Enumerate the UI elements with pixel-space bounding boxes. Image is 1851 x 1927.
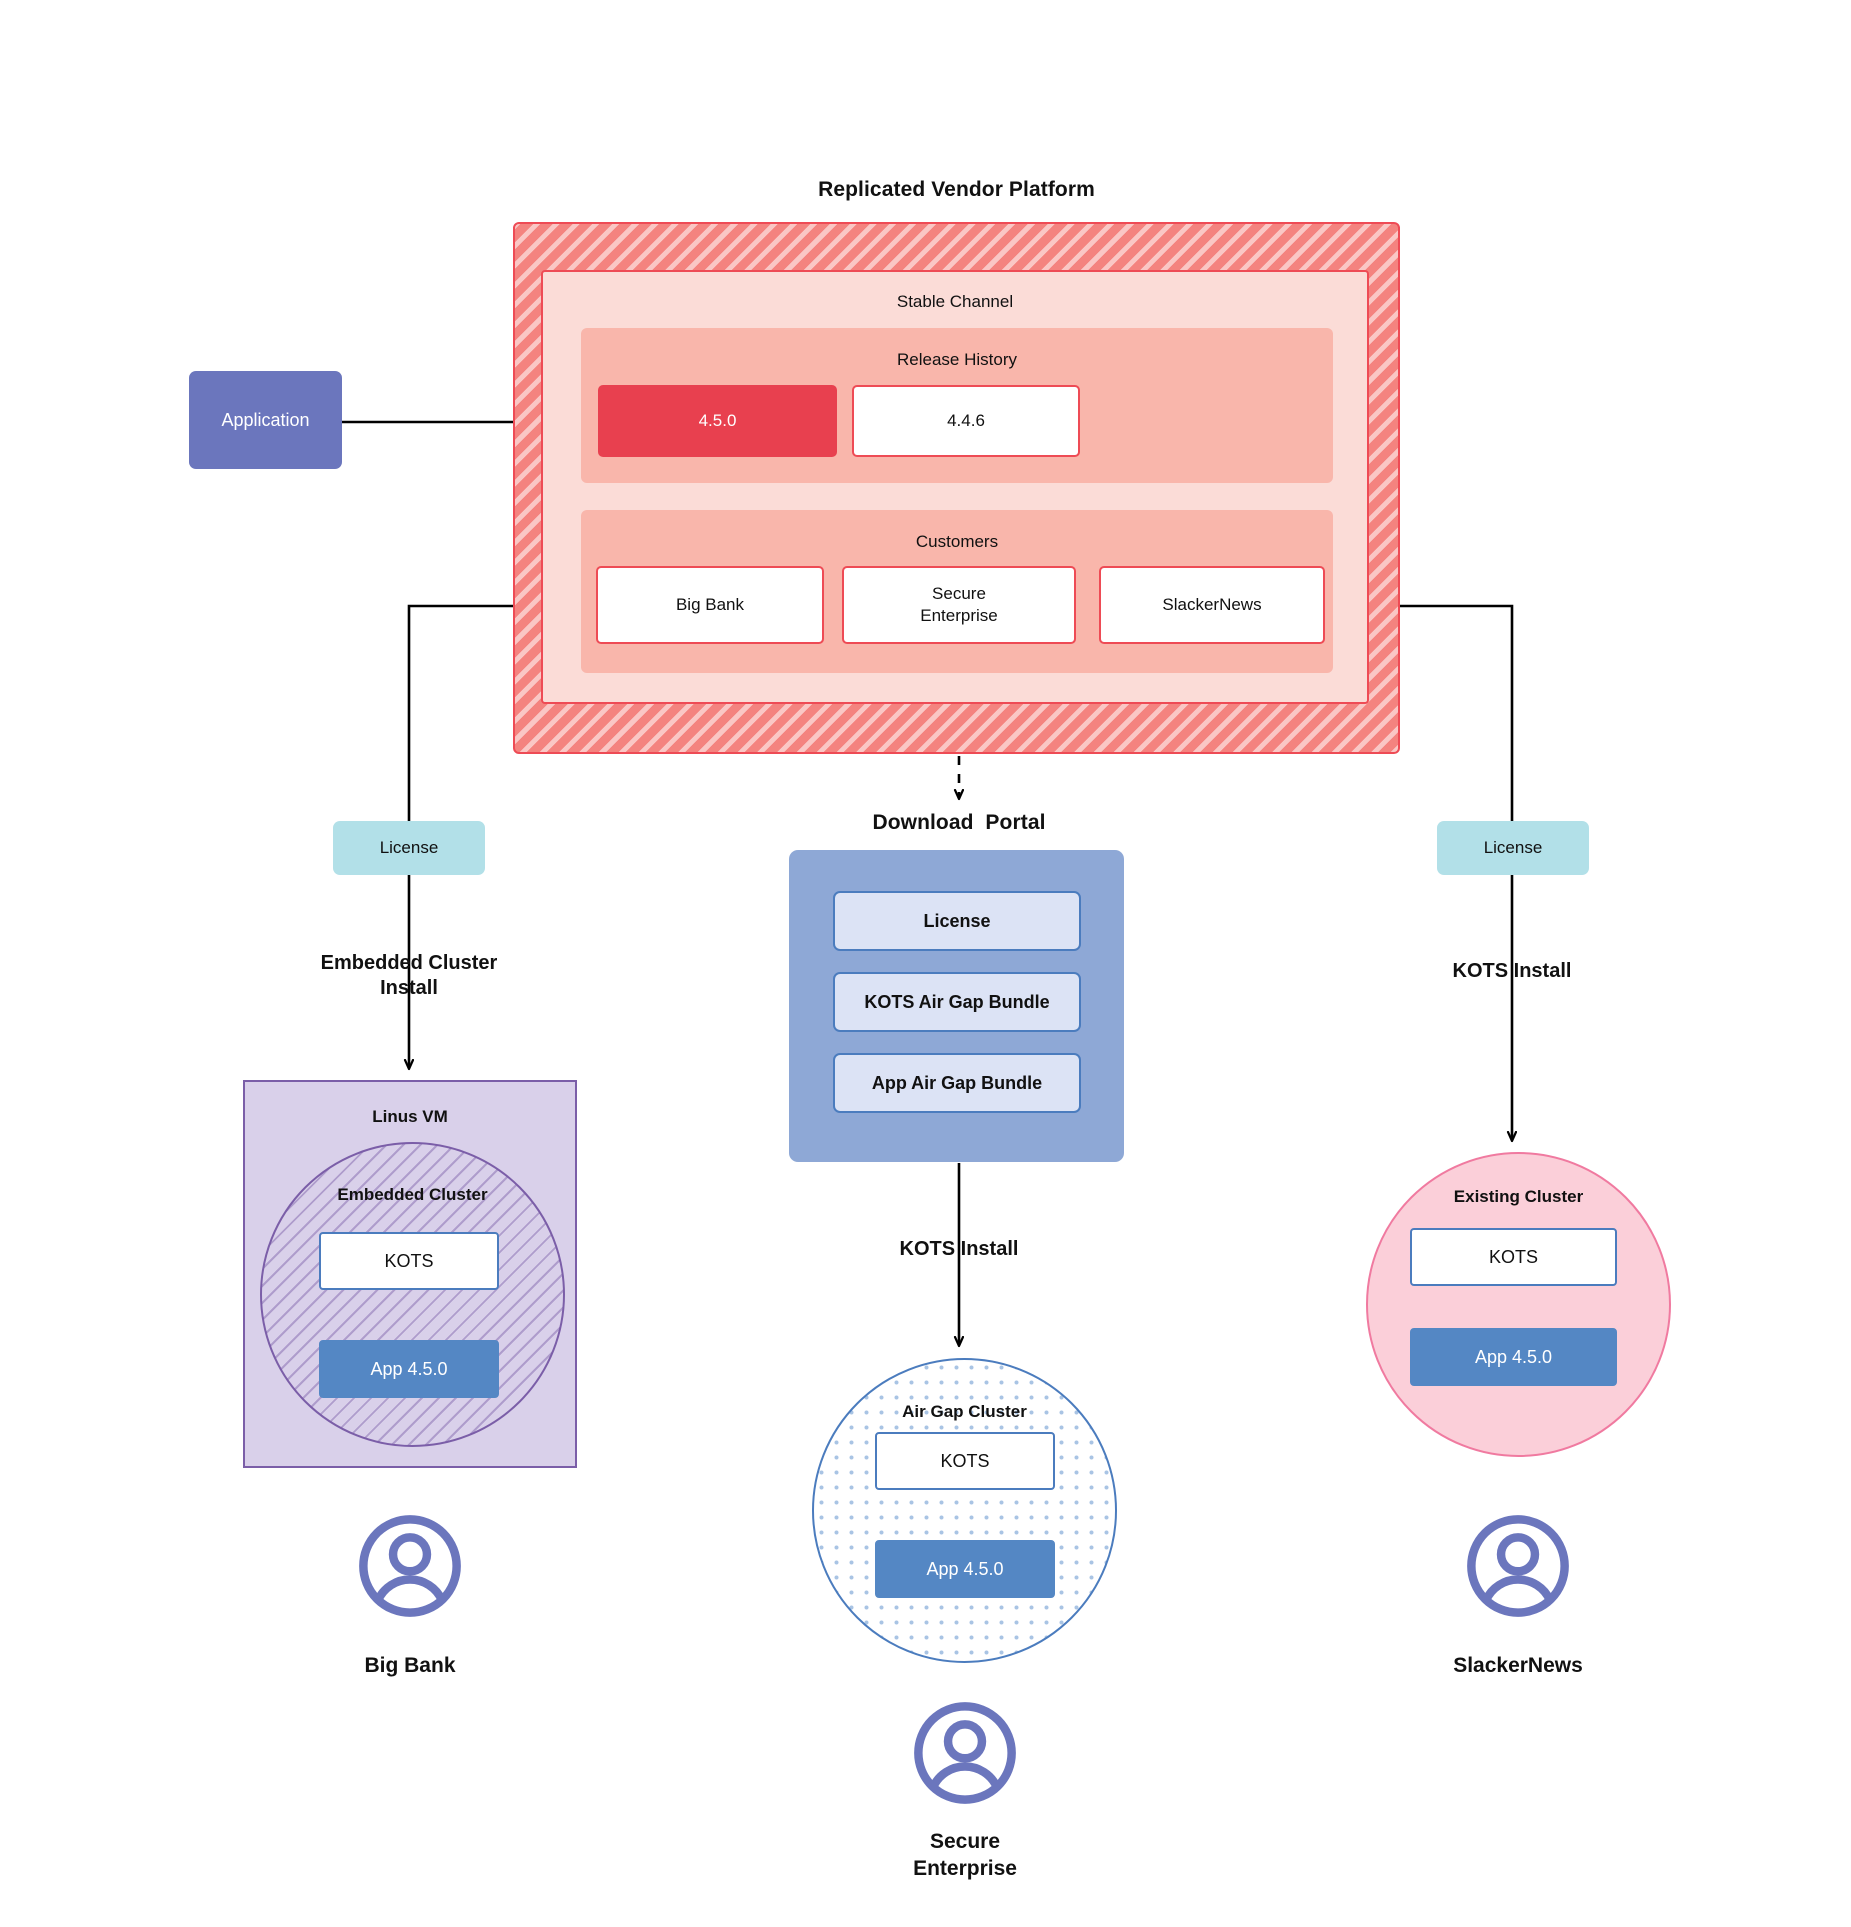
customer-chip-slackernews[interactable]: SlackerNews — [1099, 566, 1325, 644]
persona-label-slackernews: SlackerNews — [1453, 1654, 1583, 1678]
embedded-app-box[interactable]: App 4.5.0 — [319, 1340, 499, 1398]
application-node[interactable]: Application — [189, 371, 342, 469]
edge-label-embedded-cluster-install: Embedded Cluster Install — [320, 952, 498, 999]
existing-kots-box[interactable]: KOTS — [1410, 1228, 1617, 1286]
stable-channel-title: Stable Channel — [896, 292, 1014, 311]
page-title: Replicated Vendor Platform — [818, 178, 1095, 201]
user-avatar-icon — [1465, 1513, 1571, 1619]
user-avatar-icon — [357, 1513, 463, 1619]
linux-vm-title: Linus VM — [372, 1107, 448, 1126]
release-chip-previous[interactable]: 4.4.6 — [852, 385, 1080, 457]
release-chip-current[interactable]: 4.5.0 — [598, 385, 837, 457]
embedded-cluster-title: Embedded Cluster — [337, 1185, 488, 1204]
edge-label-kots-install-right: KOTS Install — [1452, 959, 1572, 982]
air-gap-cluster-title: Air Gap Cluster — [902, 1402, 1027, 1421]
existing-cluster-circle — [1366, 1152, 1671, 1457]
portal-item-app-air-gap-bundle[interactable]: App Air Gap Bundle — [833, 1053, 1081, 1113]
customer-chip-secure-enterprise[interactable]: Secure Enterprise — [842, 566, 1076, 644]
download-portal-title: Download Portal — [872, 811, 1046, 834]
customer-chip-big-bank[interactable]: Big Bank — [596, 566, 824, 644]
release-history-title: Release History — [897, 350, 1017, 369]
persona-label-big-bank: Big Bank — [364, 1654, 456, 1678]
airgap-app-box[interactable]: App 4.5.0 — [875, 1540, 1055, 1598]
edge-label-kots-install-center: KOTS Install — [899, 1237, 1019, 1260]
airgap-kots-box[interactable]: KOTS — [875, 1432, 1055, 1490]
license-chip-right[interactable]: License — [1437, 821, 1589, 875]
air-gap-cluster-circle — [812, 1358, 1117, 1663]
embedded-kots-box[interactable]: KOTS — [319, 1232, 499, 1290]
customers-title: Customers — [915, 532, 999, 551]
persona-label-secure-enterprise: Secure Enterprise — [913, 1829, 1017, 1880]
existing-app-box[interactable]: App 4.5.0 — [1410, 1328, 1617, 1386]
user-avatar-icon — [912, 1700, 1018, 1806]
portal-item-license[interactable]: License — [833, 891, 1081, 951]
portal-item-kots-air-gap-bundle[interactable]: KOTS Air Gap Bundle — [833, 972, 1081, 1032]
license-chip-left[interactable]: License — [333, 821, 485, 875]
existing-cluster-title: Existing Cluster — [1453, 1187, 1584, 1206]
